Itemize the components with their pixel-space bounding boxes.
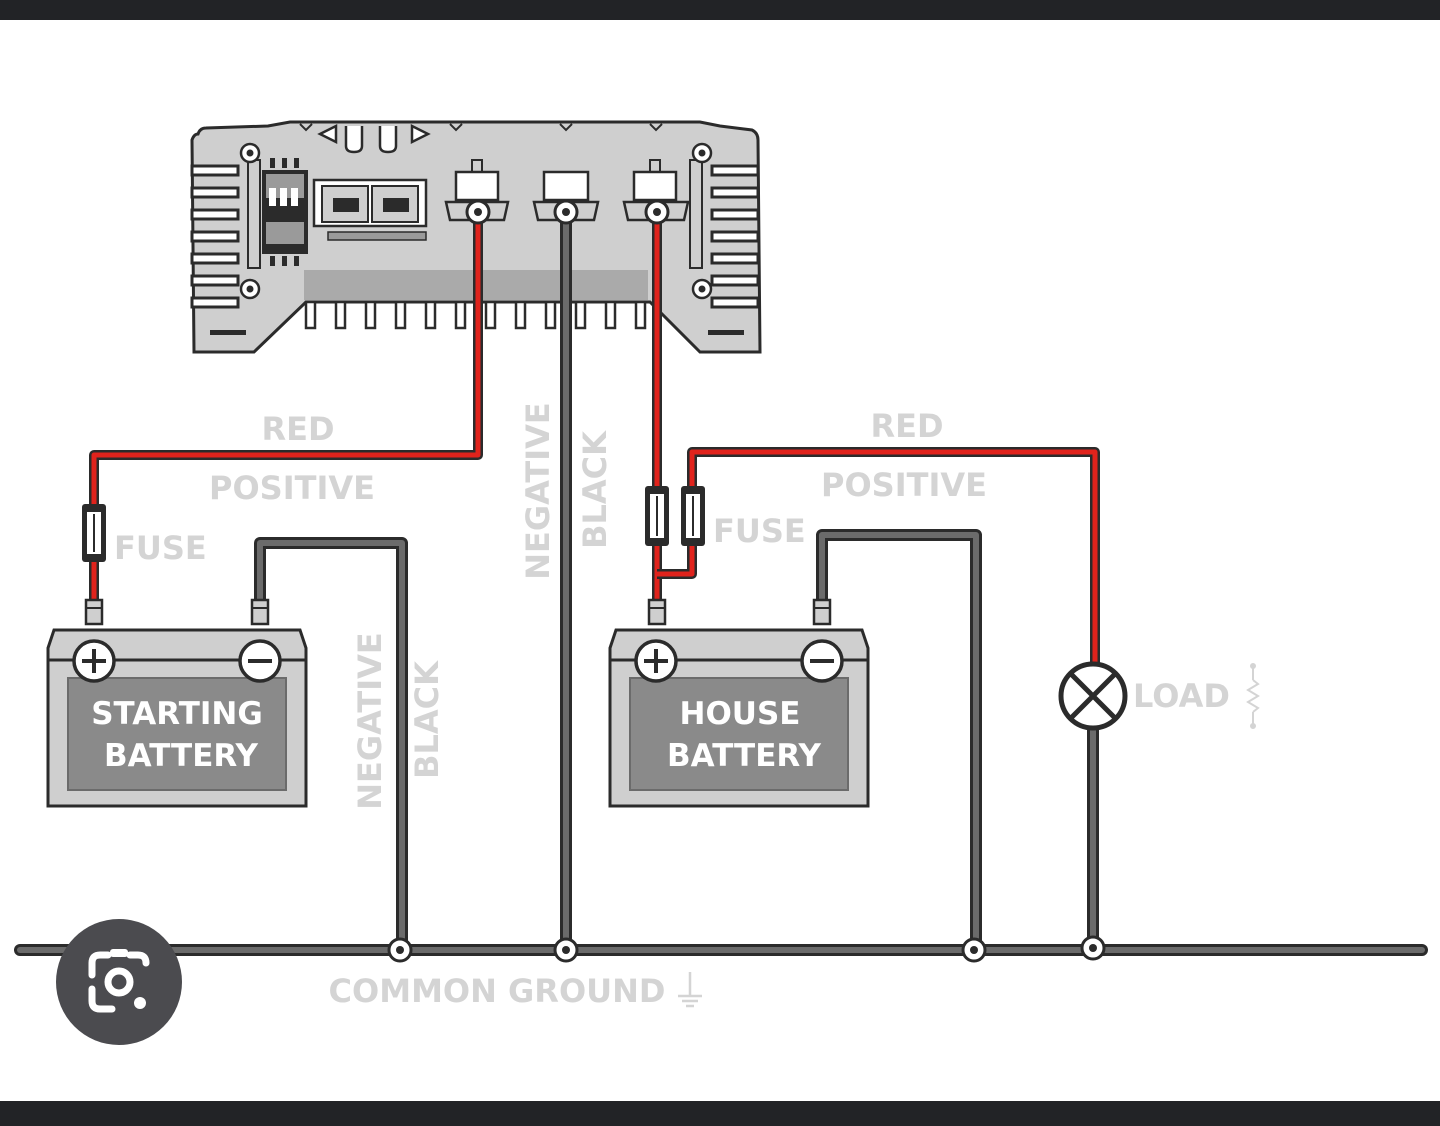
fuse-icon (645, 486, 669, 546)
label-red-right: RED (870, 407, 943, 445)
bottom-bar (0, 1101, 1440, 1126)
lamp-load-icon (1058, 661, 1128, 731)
label-positive-left: POSITIVE (209, 469, 375, 507)
screw-icon (239, 142, 713, 300)
label-black-left: BLACK (408, 660, 446, 779)
label-positive-right: POSITIVE (821, 466, 987, 504)
starting-battery: STARTING BATTERY (46, 598, 308, 808)
visual-search-button[interactable] (56, 919, 182, 1045)
dip-switch (262, 158, 308, 266)
house-battery-line1: HOUSE (680, 696, 801, 732)
label-load: LOAD (1133, 677, 1230, 715)
label-fuse-right: FUSE (713, 512, 806, 550)
label-negative-left: NEGATIVE (351, 632, 389, 810)
terminal-ground (532, 170, 600, 222)
house-battery-line2: BATTERY (667, 738, 822, 774)
label-negative-center: NEGATIVE (519, 402, 557, 580)
starting-battery-line1: STARTING (91, 696, 263, 732)
house-battery: HOUSE BATTERY (608, 598, 870, 808)
wiring-diagram: STARTING BATTERY HOUSE BATTERY (0, 20, 1440, 1101)
visual-search-camera-icon (88, 949, 150, 1013)
label-red-left: RED (261, 410, 334, 448)
ring-lug (465, 199, 670, 225)
ground-symbol-icon (678, 972, 702, 1008)
starting-battery-line2: BATTERY (104, 738, 259, 774)
fuse-icon (82, 504, 106, 562)
ground-junction (387, 935, 1106, 963)
label-common-ground: COMMON GROUND (329, 972, 666, 1010)
fuse-icon (681, 486, 705, 546)
top-bar (0, 0, 1440, 20)
resistor-icon (1246, 663, 1260, 729)
label-fuse-left: FUSE (114, 529, 207, 567)
rj-connector (312, 178, 428, 241)
label-black-center: BLACK (576, 430, 614, 549)
